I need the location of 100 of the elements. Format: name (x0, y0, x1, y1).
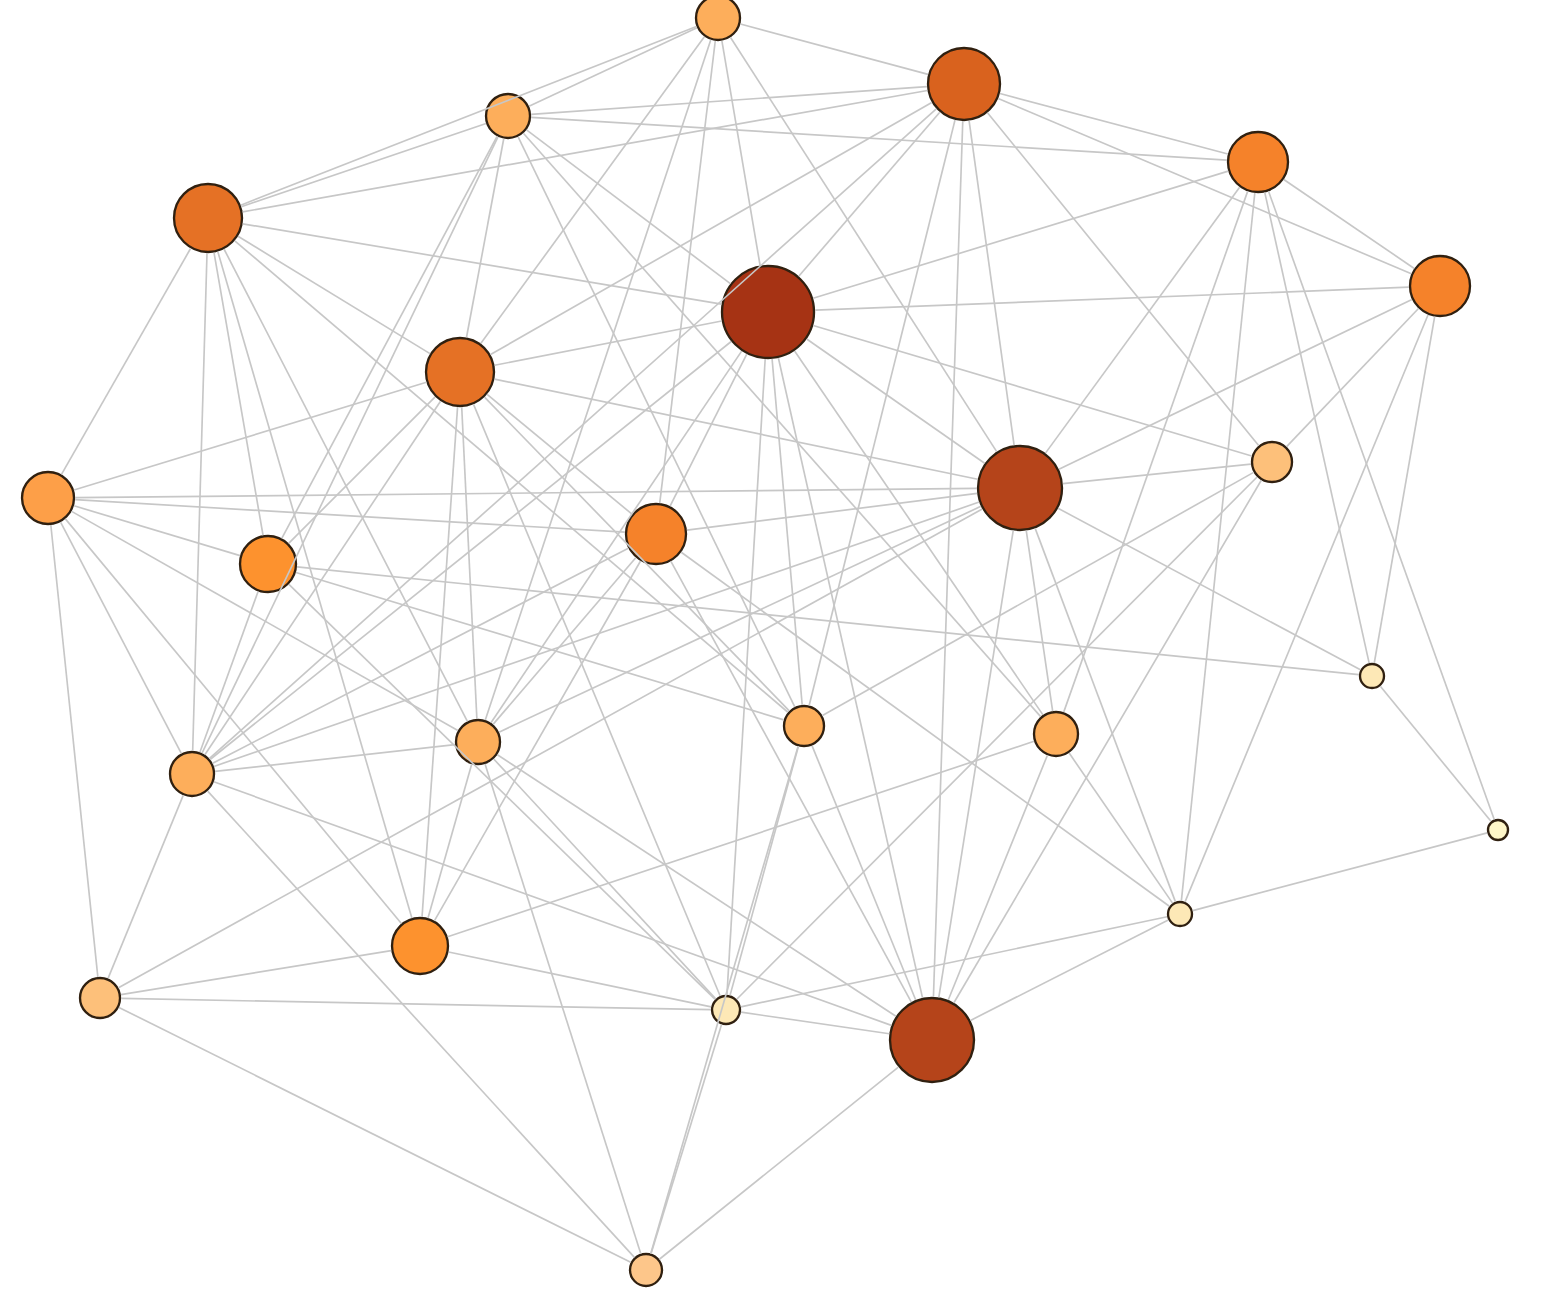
graph-node (624, 502, 688, 566)
edge-line (213, 251, 264, 537)
edge-line (525, 129, 732, 285)
edge-line (493, 320, 723, 367)
graph-node (1486, 818, 1510, 842)
edge-line (1025, 529, 1054, 712)
edge-line (777, 357, 924, 999)
edge-line (241, 89, 929, 213)
edge-line (932, 120, 964, 998)
graph-node (976, 444, 1064, 532)
graph-node (484, 92, 532, 140)
edge-line (680, 551, 1171, 908)
edge-line (522, 132, 1042, 718)
edge-line (735, 476, 1258, 1001)
edge-line (530, 116, 1228, 161)
edge-line (209, 340, 733, 761)
graph-node (1226, 130, 1290, 194)
edge-line (201, 136, 499, 754)
graph-node (390, 916, 450, 976)
edge-line (447, 951, 712, 1008)
edge-line (204, 400, 442, 756)
edge-line (1180, 192, 1256, 902)
edge-line (1191, 832, 1489, 912)
edge-line (740, 1011, 891, 1035)
edge-line (528, 26, 698, 108)
edge-line (287, 396, 436, 545)
edge-line (771, 358, 803, 706)
edge-line (107, 794, 185, 980)
graph-node (782, 704, 826, 748)
edge-line (479, 35, 706, 345)
edge-line (729, 36, 998, 453)
edge-line (670, 560, 913, 1003)
edge-line (1062, 190, 1249, 713)
graph-node (1358, 662, 1386, 690)
edge-line (1034, 527, 1177, 903)
edge-line (486, 393, 633, 515)
edge-line (427, 763, 473, 919)
edge-line (793, 350, 1044, 716)
edge-line (472, 403, 721, 997)
edge-line (517, 136, 796, 708)
edge-line (239, 25, 698, 206)
edge-line (489, 101, 933, 356)
edge-line (937, 529, 1015, 999)
edge-line (223, 248, 469, 723)
edge-line (649, 745, 799, 1255)
edge-line (814, 286, 1410, 311)
edge-line (986, 111, 1260, 447)
edge-line (208, 107, 938, 760)
edge-line (295, 571, 785, 721)
edge-line (999, 92, 1229, 155)
edge-line (460, 406, 478, 720)
edge-line (496, 753, 897, 1018)
edge-line (808, 119, 956, 707)
edge-line (241, 222, 723, 305)
edge-line (740, 915, 1168, 1008)
edge-line (658, 40, 717, 504)
edge-line (288, 583, 716, 1001)
graph-node (172, 182, 244, 254)
edge-line (721, 40, 761, 267)
edge-line (1263, 191, 1370, 664)
edge-line (211, 547, 630, 765)
edge-line (726, 358, 766, 996)
edge-line (490, 350, 743, 724)
edge-line (206, 790, 636, 1259)
edge-line (191, 252, 208, 752)
edge-line (60, 247, 192, 476)
edge-line (233, 239, 789, 714)
edge-line (296, 566, 1360, 676)
graph-node (454, 718, 502, 766)
edge-line (199, 590, 259, 754)
edge-line (421, 406, 459, 918)
edge-line (212, 781, 893, 1027)
edge-line (1062, 463, 1252, 485)
edge-line (70, 510, 459, 732)
edge-line (59, 521, 183, 755)
edge-line (492, 556, 637, 726)
edge-line (492, 758, 717, 1000)
graph-node (1166, 900, 1194, 928)
edge-line (812, 170, 1230, 300)
edge-line (120, 997, 712, 1011)
graph-node (694, 0, 742, 42)
edge-line (73, 381, 428, 491)
edge-line (433, 560, 642, 922)
edge-line (446, 740, 1035, 938)
edge-line (947, 754, 1049, 1001)
edge-line (968, 119, 1015, 447)
edge-line (73, 504, 241, 557)
edge-line (1285, 307, 1420, 448)
graph-node (78, 976, 122, 1020)
edge-line (1058, 298, 1413, 471)
graph-node (888, 996, 976, 1084)
edge-line (1373, 315, 1436, 664)
graph-node (1250, 440, 1294, 484)
edge-line (1282, 178, 1416, 270)
edge-line (812, 324, 1253, 457)
edge-line (1379, 685, 1492, 823)
graph-node (168, 750, 216, 798)
edge-line (805, 338, 986, 465)
edge-line (74, 498, 626, 533)
graph-node (238, 534, 298, 594)
